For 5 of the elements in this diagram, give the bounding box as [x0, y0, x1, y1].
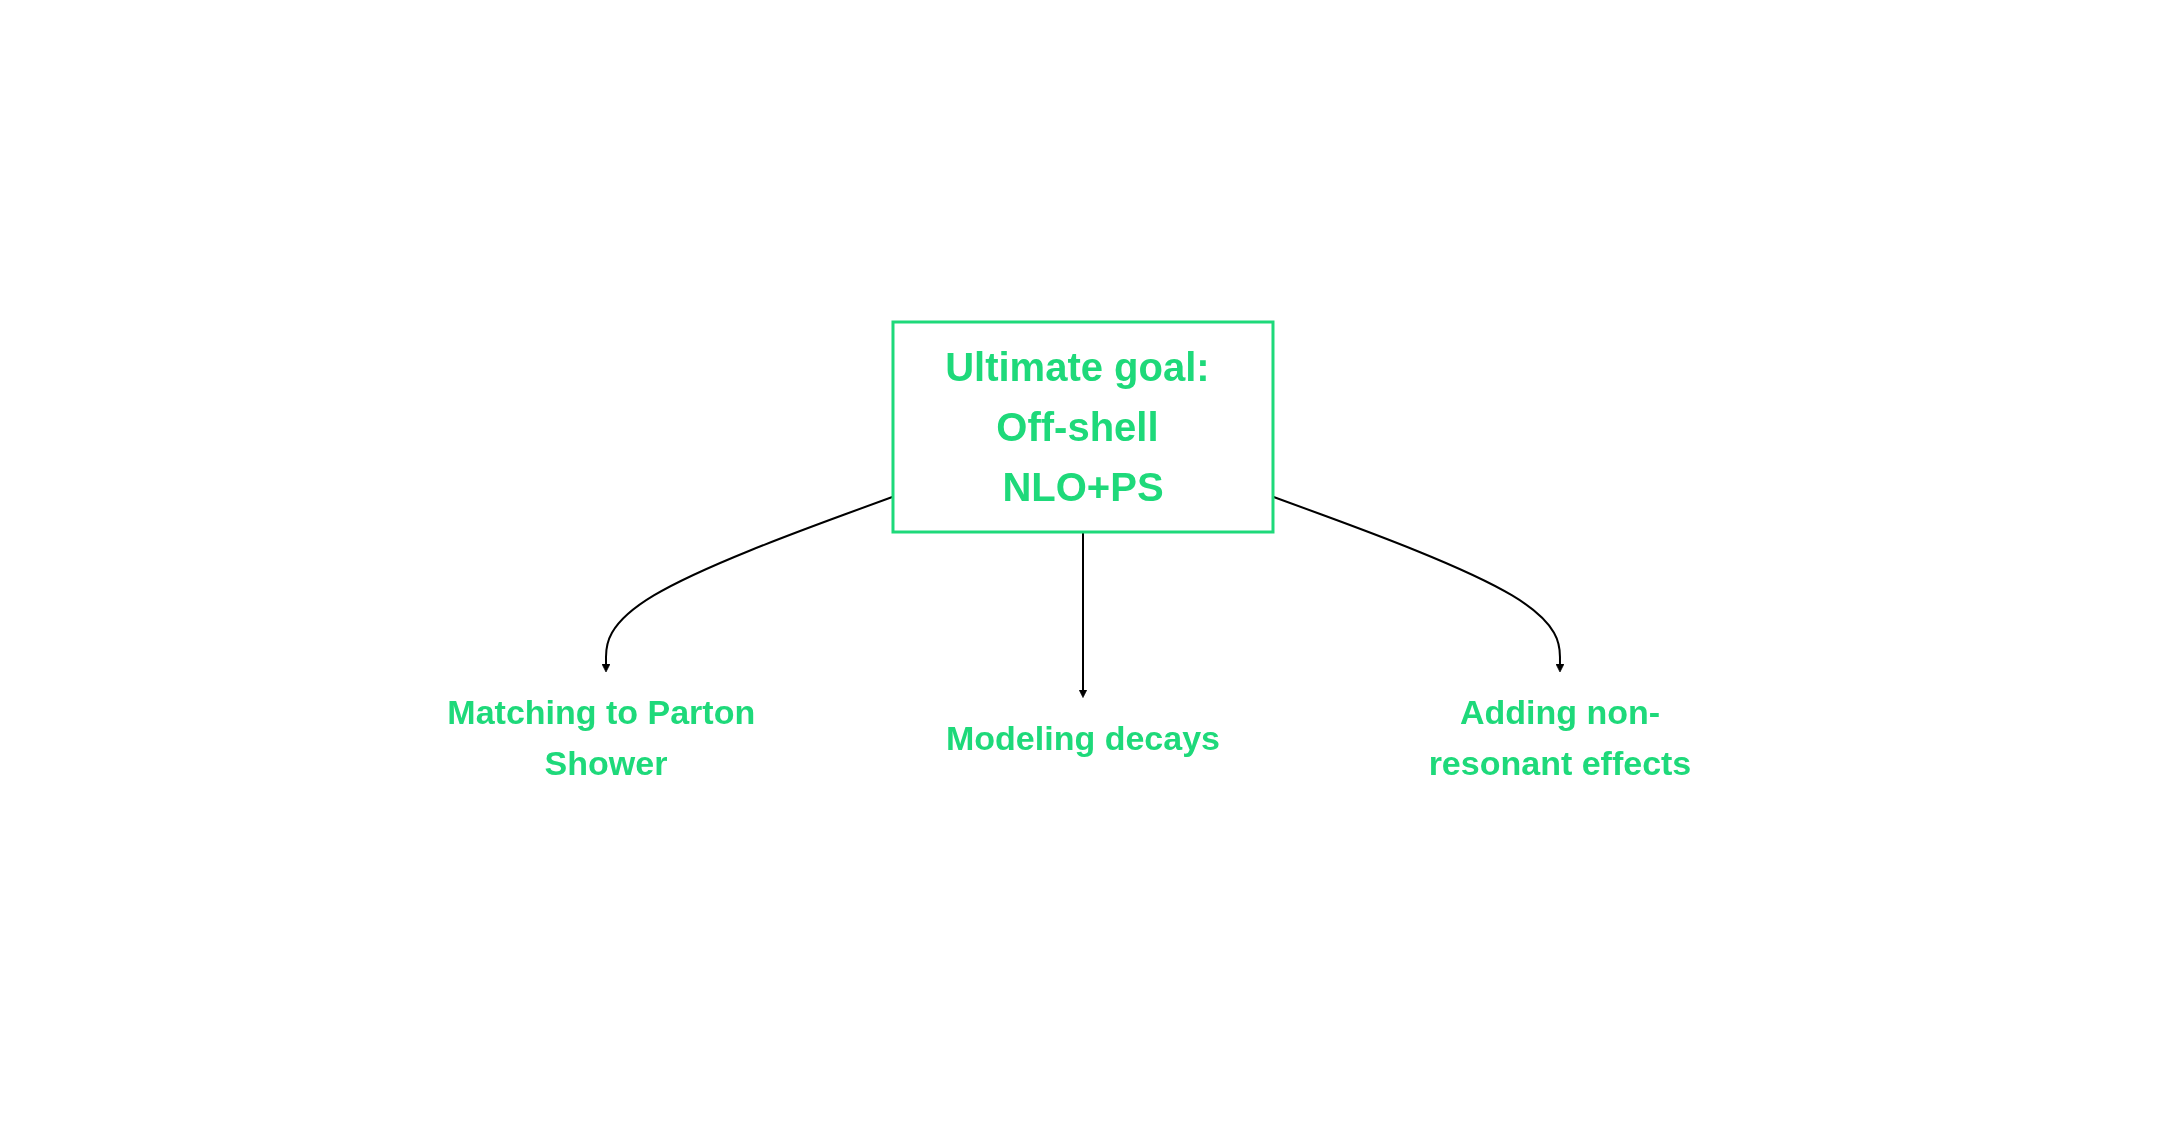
node-box: Ultimate goal: Off-shell NLO+PS — [891, 320, 1275, 534]
node-text: Adding non-resonant effects — [1428, 693, 1692, 782]
arrow — [601, 495, 894, 673]
node-text: Modeling decays — [946, 718, 1220, 757]
node-text: Matching to Parton Shower — [447, 693, 756, 782]
